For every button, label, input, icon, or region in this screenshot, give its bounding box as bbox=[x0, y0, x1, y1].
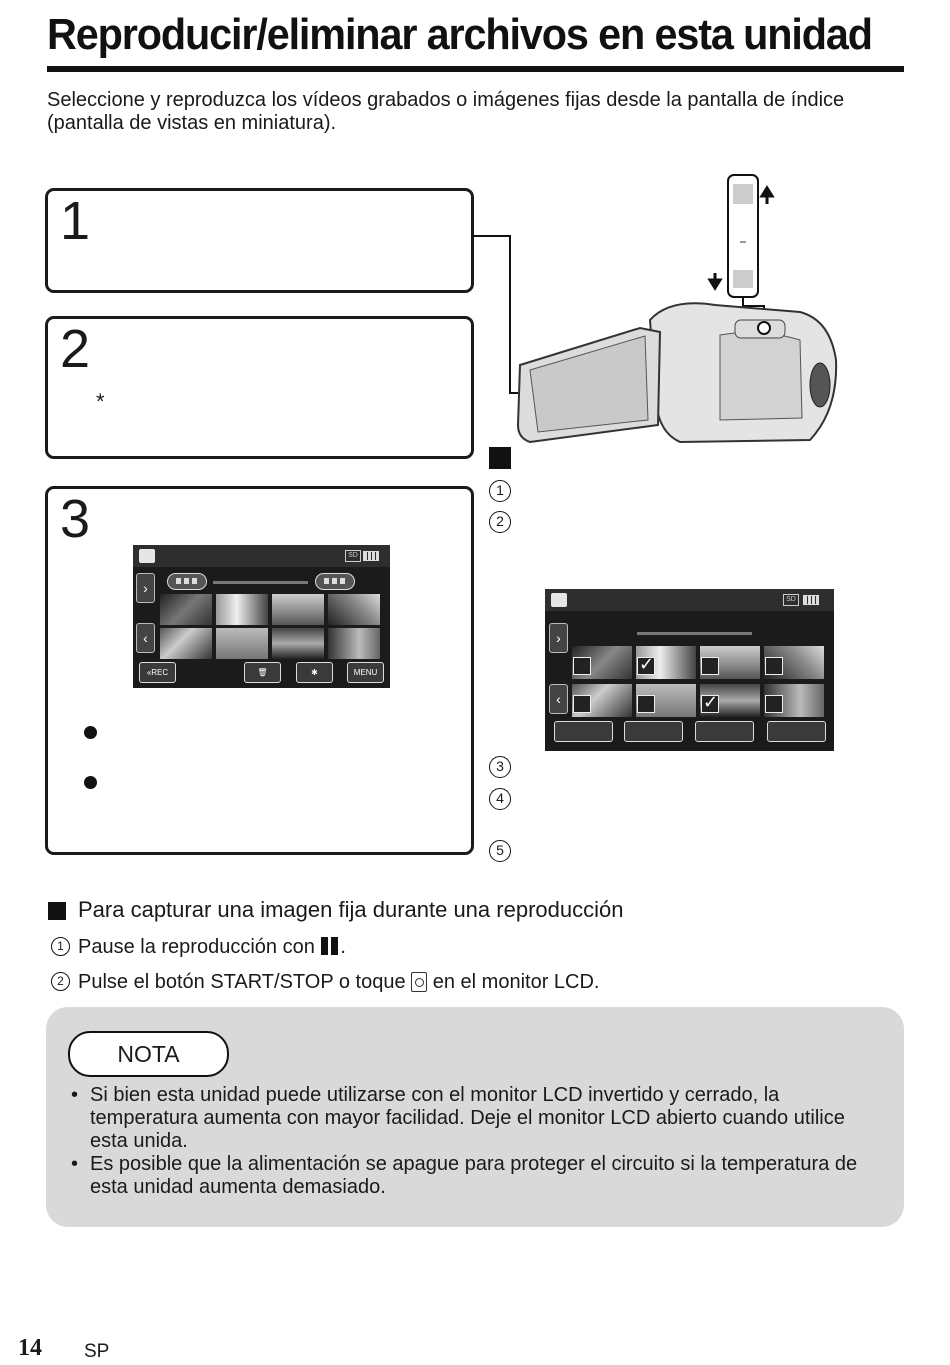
action-button[interactable] bbox=[624, 721, 683, 742]
note-item: Si bien esta unidad puede utilizarse con… bbox=[68, 1084, 888, 1153]
step-number: 3 bbox=[60, 489, 91, 549]
pause-icon bbox=[320, 937, 340, 955]
circled-step-4: 4 bbox=[489, 788, 511, 810]
select-checkbox[interactable] bbox=[765, 695, 783, 713]
page-slider[interactable] bbox=[213, 581, 308, 584]
note-list: Si bien esta unidad puede utilizarse con… bbox=[68, 1084, 888, 1199]
select-checkbox[interactable] bbox=[765, 657, 783, 675]
filter-pill-left[interactable] bbox=[167, 573, 207, 590]
page-title: Reproducir/eliminar archivos en esta uni… bbox=[47, 10, 873, 59]
step-number: 1 bbox=[60, 191, 91, 251]
camcorder-illustration bbox=[516, 174, 838, 444]
thumbnail[interactable] bbox=[216, 594, 268, 625]
prev-page-button[interactable]: ‹ bbox=[549, 684, 568, 714]
rec-button[interactable]: «REC bbox=[139, 662, 176, 683]
lcd-index-screen: SD › ‹ «REC 🗑 ✱ MENU bbox=[133, 545, 390, 688]
snapshot-icon bbox=[411, 972, 428, 992]
thumbnail[interactable] bbox=[272, 628, 324, 659]
circled-step-1: 1 bbox=[489, 480, 511, 502]
step-number: 2 bbox=[60, 319, 91, 379]
circled-step-2: 2 bbox=[51, 972, 70, 991]
thumbnail[interactable] bbox=[160, 594, 212, 625]
battery-icon bbox=[803, 595, 819, 605]
prev-page-button[interactable]: ‹ bbox=[136, 623, 155, 653]
step-text: Pulse el botón START/STOP o toque bbox=[78, 971, 406, 993]
step-text: . bbox=[340, 936, 346, 958]
lcd-status-bar: SD bbox=[545, 589, 834, 611]
circled-step-1: 1 bbox=[51, 937, 70, 956]
action-button[interactable] bbox=[695, 721, 754, 742]
capture-step-2: Pulse el botón START/STOP o toque en el … bbox=[78, 971, 599, 994]
bullet bbox=[84, 776, 97, 789]
gear-icon[interactable]: ✱ bbox=[296, 662, 333, 683]
page-slider[interactable] bbox=[637, 632, 752, 635]
asterisk-note: * bbox=[96, 389, 105, 414]
action-button[interactable] bbox=[554, 721, 613, 742]
lcd-delete-screen: SD › ‹ bbox=[545, 589, 834, 751]
trash-icon[interactable]: 🗑 bbox=[244, 662, 281, 683]
title-rule bbox=[47, 66, 904, 72]
action-button[interactable] bbox=[767, 721, 826, 742]
circled-step-2: 2 bbox=[489, 511, 511, 533]
capture-heading: Para capturar una imagen fija durante un… bbox=[78, 897, 624, 922]
menu-button[interactable]: MENU bbox=[347, 662, 384, 683]
select-checkbox[interactable] bbox=[637, 654, 655, 675]
circled-step-5: 5 bbox=[489, 840, 511, 862]
thumbnail[interactable] bbox=[328, 628, 380, 659]
next-page-button[interactable]: › bbox=[136, 573, 155, 603]
select-checkbox[interactable] bbox=[573, 695, 591, 713]
section-square bbox=[489, 447, 511, 469]
lcd-status-bar: SD bbox=[133, 545, 390, 567]
sd-card-icon: SD bbox=[783, 594, 799, 606]
step-box-1: 1 bbox=[45, 188, 474, 293]
thumbnail[interactable] bbox=[272, 594, 324, 625]
select-checkbox[interactable] bbox=[701, 692, 719, 713]
step-text: en el monitor LCD. bbox=[432, 971, 600, 993]
capture-step-1: Pause la reproducción con . bbox=[78, 936, 346, 959]
step-box-2: 2 * bbox=[45, 316, 474, 459]
battery-icon bbox=[363, 551, 379, 561]
camera-mode-icon bbox=[551, 593, 567, 607]
select-checkbox[interactable] bbox=[573, 657, 591, 675]
camera-mode-icon bbox=[139, 549, 155, 563]
next-page-button[interactable]: › bbox=[549, 623, 568, 653]
filter-pill-right[interactable] bbox=[315, 573, 355, 590]
thumbnail[interactable] bbox=[328, 594, 380, 625]
page-number: 14 bbox=[18, 1335, 42, 1361]
intro-text: Seleccione y reproduzca los vídeos graba… bbox=[47, 89, 845, 134]
select-checkbox[interactable] bbox=[701, 657, 719, 675]
circled-step-3: 3 bbox=[489, 756, 511, 778]
section-square bbox=[48, 902, 66, 920]
note-item: Es posible que la alimentación se apague… bbox=[68, 1153, 888, 1199]
note-badge: NOTA bbox=[68, 1031, 229, 1077]
thumbnail[interactable] bbox=[216, 628, 268, 659]
thumbnail[interactable] bbox=[160, 628, 212, 659]
select-checkbox[interactable] bbox=[637, 695, 655, 713]
bullet bbox=[84, 726, 97, 739]
step-text: Pause la reproducción con bbox=[78, 936, 315, 958]
page-language: SP bbox=[84, 1341, 110, 1362]
sd-card-icon: SD bbox=[345, 550, 361, 562]
